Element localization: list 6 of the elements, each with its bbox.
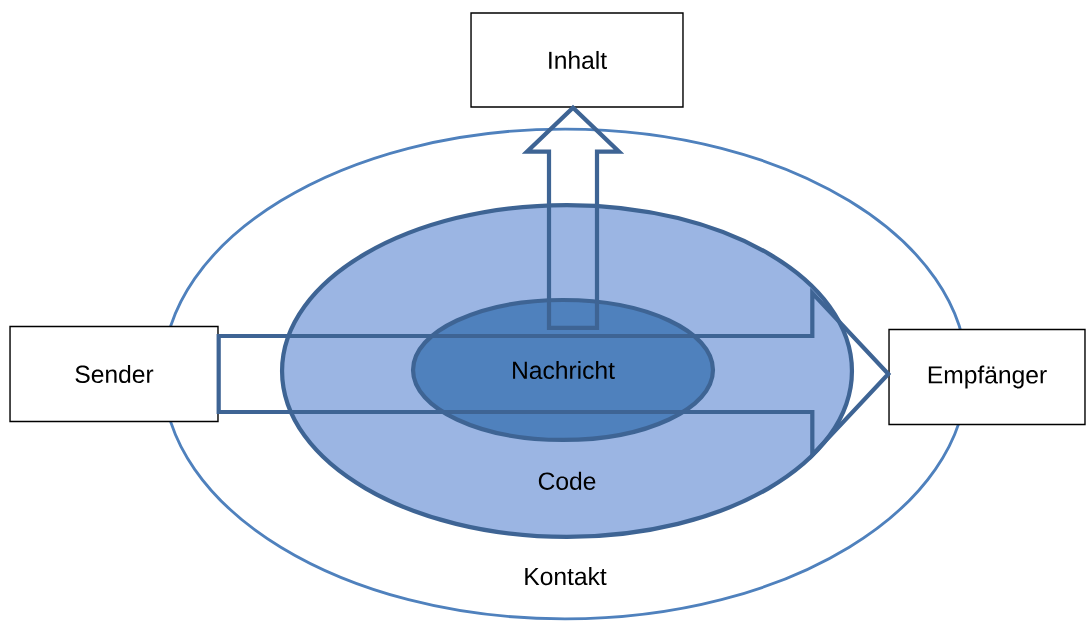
ellipse-region: Nachricht: [410, 297, 716, 443]
label-box: Sender: [9, 325, 219, 423]
label-box: Empfänger: [888, 328, 1086, 426]
block-arrow: [521, 104, 625, 330]
block-arrow: [216, 287, 892, 461]
label-box: Inhalt: [470, 12, 684, 108]
